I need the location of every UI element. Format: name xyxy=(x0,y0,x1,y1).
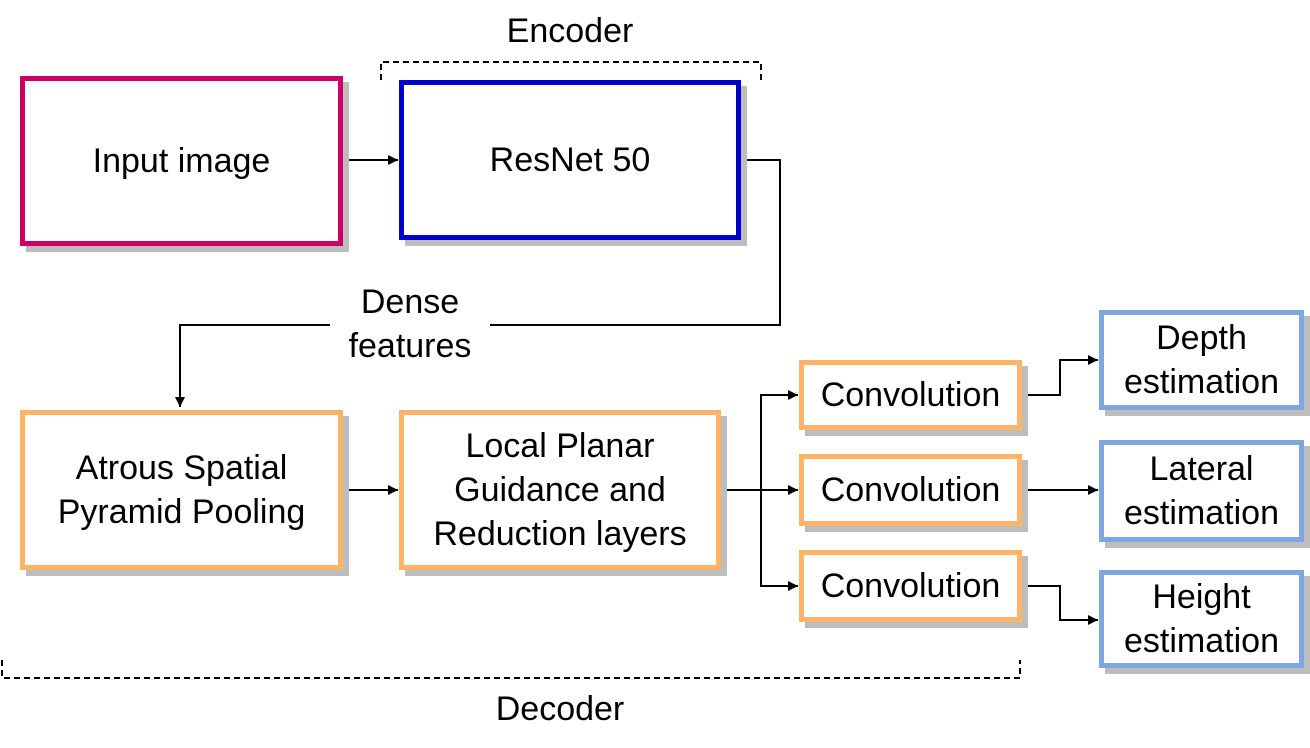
dense-features-label: Dense features xyxy=(330,280,490,368)
aspp-node: Atrous Spatial Pyramid Pooling xyxy=(20,410,343,570)
edge-conv3-to-height xyxy=(1022,585,1098,625)
decoder-label: Decoder xyxy=(495,690,625,728)
lateral-estimation-node: Lateral estimation xyxy=(1099,440,1304,542)
depth-estimation-node: Depth estimation xyxy=(1099,310,1304,410)
decoder-bracket xyxy=(1,660,1021,679)
edge-resnet-to-aspp xyxy=(175,159,781,407)
height-estimation-node: Height estimation xyxy=(1099,570,1304,668)
encoder-label: Encoder xyxy=(506,12,634,50)
convolution-node-2: Convolution xyxy=(799,454,1022,526)
encoder-bracket xyxy=(380,61,762,80)
lpg-node: Local Planar Guidance and Reduction laye… xyxy=(399,410,721,570)
input-image-node: Input image xyxy=(20,76,343,246)
edge-conv1-to-depth xyxy=(1022,355,1098,396)
convolution-node-1: Convolution xyxy=(799,360,1022,430)
edge-lpg-to-conv3 xyxy=(760,490,798,591)
resnet-50-node: ResNet 50 xyxy=(399,80,741,240)
convolution-node-3: Convolution xyxy=(799,550,1022,622)
edge-lpg-to-conv1 xyxy=(760,390,798,490)
